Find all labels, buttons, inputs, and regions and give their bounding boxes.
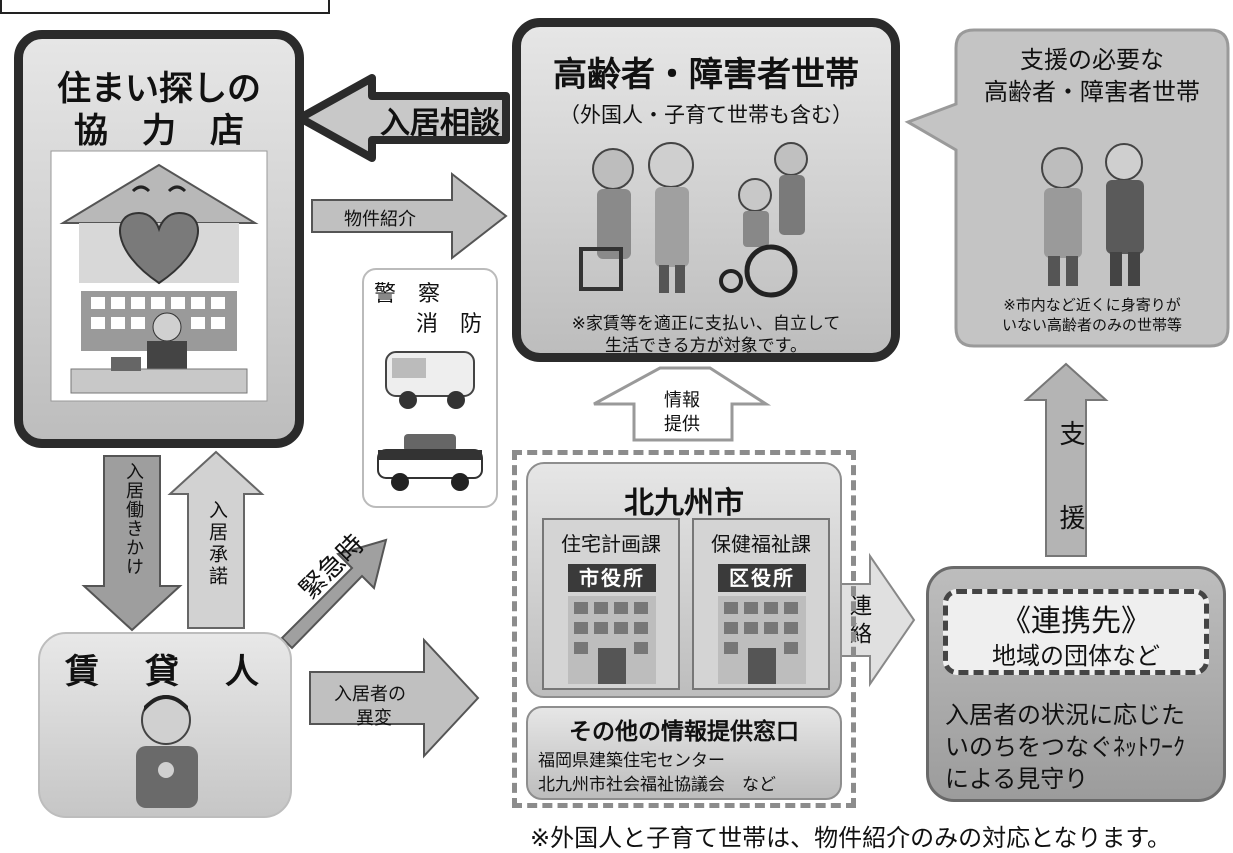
- support-note-line2: いない高齢者のみの世帯等: [1001, 316, 1182, 334]
- work-on-label: 入居働きかけ: [123, 462, 144, 576]
- partner-desc-line2: いのちをつなぐﾈｯﾄﾜｰｸ: [945, 733, 1185, 761]
- other-windows-box: その他の情報提供窓口 福岡県建築住宅センター 北九州市社会福祉協議会 など: [526, 706, 842, 800]
- ward-office-sign: 区役所: [718, 564, 806, 592]
- fire-label: 消 防: [416, 312, 483, 337]
- city-hall-sign: 市役所: [568, 564, 656, 592]
- partner-inner: 《連携先》 地域の団体など: [943, 589, 1209, 675]
- info-label-line1: 情報: [664, 390, 700, 411]
- change-label-line2: 異変: [356, 708, 392, 729]
- support-title-line2: 高齢者・障害者世帯: [984, 78, 1200, 106]
- info-arrow: [593, 366, 772, 442]
- other-windows-line2: 北九州市社会福祉協議会 など: [538, 775, 776, 795]
- partner-desc-line3: による見守り: [945, 765, 1089, 793]
- footer-note: ※外国人と子育て世帯は、物件紹介のみの対応となります。: [530, 824, 1171, 852]
- accept-label: 入居承諾: [206, 500, 228, 588]
- support-note-line1: ※市内など近くに身寄りが: [1003, 296, 1181, 314]
- partner-title: 《連携先》: [1001, 604, 1151, 639]
- consult-arrow: [296, 74, 510, 162]
- household-box: 高齢者・障害者世帯 （外国人・子育て世帯も含む） ※家賃等を適正に支払い、自立し…: [512, 18, 900, 362]
- contact-label: 連絡: [846, 594, 871, 650]
- police-car-icon: [377, 434, 483, 491]
- info-label-line2: 提供: [664, 414, 700, 435]
- other-windows-line1: 福岡県建築住宅センター: [538, 751, 725, 771]
- ambulance-icon: [385, 351, 475, 409]
- emergency-arrow: [280, 538, 388, 650]
- dept2-label: 保健福祉課: [711, 532, 811, 556]
- household-illustration: [579, 142, 808, 298]
- shop-box: 住まい探しの 協 力 店: [14, 30, 304, 448]
- police-label: 警 察: [374, 282, 441, 307]
- city-group-frame: [512, 450, 856, 808]
- partner-subtitle: 地域の団体など: [992, 642, 1160, 670]
- dept1-label: 住宅計画課: [561, 532, 661, 556]
- change-arrow: [309, 637, 480, 759]
- landlord-illustration: [136, 695, 198, 808]
- work-on-arrow: [81, 455, 183, 632]
- dept1-panel: 住宅計画課 市役所: [542, 518, 680, 690]
- landlord-box: 賃 貸 人: [38, 632, 292, 818]
- introduce-label: 物件紹介: [344, 209, 416, 230]
- other-windows-title: その他の情報提供窓口: [569, 719, 799, 745]
- dept2-panel: 保健福祉課 区役所: [692, 518, 830, 690]
- support-arrow: [1023, 362, 1109, 557]
- landlord-title: 賃 貸 人: [65, 652, 265, 692]
- city-hall-building-icon: [568, 596, 656, 684]
- support-illustration: [1041, 143, 1144, 286]
- consult-label: 入居相談: [380, 106, 500, 141]
- household-note-line2: 生活できる方が対象です。: [605, 336, 807, 356]
- introduce-arrow: [311, 171, 508, 261]
- household-subtitle: （外国人・子育て世帯も含む）: [559, 103, 853, 127]
- shop-title-line1: 住まい探しの: [57, 69, 261, 109]
- support-title-line1: 支援の必要な: [1020, 46, 1164, 74]
- accept-arrow: [167, 450, 265, 629]
- city-box: 北九州市 住宅計画課 市役所 保健福祉課 区役所: [526, 462, 842, 698]
- top-left-frame: [0, 0, 330, 14]
- ward-office-building-icon: [718, 596, 806, 684]
- household-title: 高齢者・障害者世帯: [553, 55, 859, 95]
- partner-box: 《連携先》 地域の団体など 入居者の状況に応じた いのちをつなぐﾈｯﾄﾜｰｸ に…: [926, 566, 1226, 802]
- city-title: 北九州市: [624, 486, 744, 521]
- police-fire-box: 警 察 消 防: [362, 268, 498, 508]
- shop-illustration: [50, 150, 268, 402]
- partner-desc-line1: 入居者の状況に応じた: [945, 701, 1185, 729]
- change-label-line1: 入居者の: [334, 684, 406, 705]
- household-note-line1: ※家賃等を適正に支払い、自立して: [571, 314, 841, 334]
- shop-title-line2: 協 力 店: [74, 111, 244, 151]
- support-label: 支 援: [1055, 420, 1085, 546]
